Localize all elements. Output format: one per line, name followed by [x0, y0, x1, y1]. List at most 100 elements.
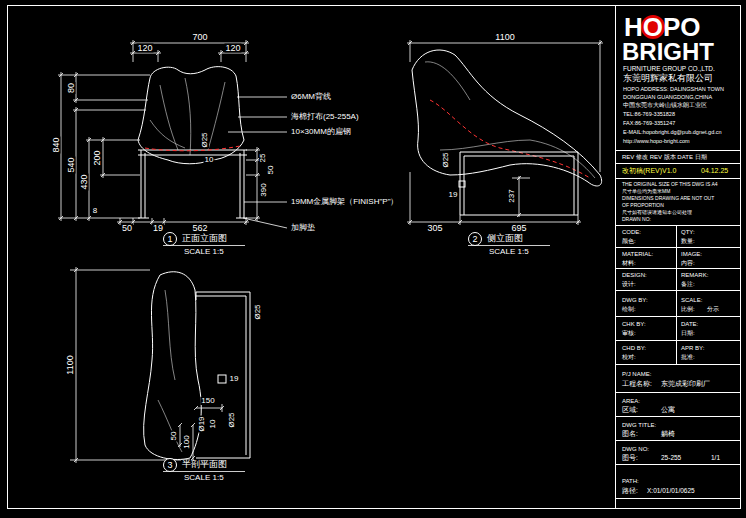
front-elevation-line — [150, 78, 225, 155]
front-elevation-line — [138, 67, 244, 164]
side-elevation-line — [412, 50, 602, 186]
logo-text: BRIGHT — [622, 40, 714, 64]
dimension-text: 50 — [121, 224, 133, 233]
plan-dimensions-line — [194, 404, 224, 412]
view-title: 侧立面图 — [486, 234, 524, 243]
view-title: SCALE 1:5 — [183, 248, 225, 256]
dimension-text: 80 — [67, 82, 76, 94]
dimension-text: 10 — [204, 156, 215, 164]
side-dimensions — [407, 40, 603, 225]
dimension-text: 150 — [200, 397, 215, 405]
dimension-text: 1100 — [494, 33, 515, 42]
dimension-text: 237 — [508, 188, 516, 203]
title-block-text: CODE: — [621, 229, 642, 235]
title-block-text: MATERIAL: — [621, 251, 654, 257]
title-block-text: 东莞成彩印刷厂 — [660, 381, 711, 388]
sheet-frame-line — [8, 6, 741, 509]
title-block-text: 颜色: — [621, 238, 637, 244]
side-dimensions-line — [407, 172, 581, 225]
dimension-text: 1100 — [66, 354, 75, 375]
dimension-text: Ø19 — [198, 415, 206, 432]
title-block-text: http://www.hopo-bright.com — [622, 139, 691, 145]
view-marker-circle: 2 — [468, 232, 482, 246]
side-dimensions-line — [407, 40, 603, 172]
dimension-text: 200 — [93, 149, 102, 166]
title-block-text: 材料: — [621, 260, 637, 266]
plan-section — [144, 272, 250, 460]
title-block-text: DONGGUAN GUANGDONG,CHINA — [622, 95, 713, 101]
title-block-text: IMAGE: — [680, 251, 703, 257]
view-title: 半剖平面图 — [181, 460, 228, 469]
annotation-text: 10×30MM的扁钢 — [290, 128, 352, 136]
title-block-text: SCALE: — [680, 297, 703, 303]
view-number: 1 — [167, 235, 172, 244]
front-dimensions-line — [117, 218, 249, 225]
title-block-text: 区域: — [621, 407, 639, 414]
front-dimensions-line — [58, 75, 150, 218]
plan-section-line — [218, 375, 226, 383]
title-block-text: 数量: — [680, 238, 696, 244]
title-block-text: OF PROPORTION — [621, 203, 665, 208]
title-block-text: 批准: — [680, 354, 696, 360]
side-elevation — [412, 50, 602, 215]
view-marker-circle: 3 — [163, 458, 177, 472]
title-block-text: 尺寸单位均为毫米MM — [621, 189, 671, 194]
title-block-text: 校对: — [621, 354, 637, 360]
dimension-text: 700 — [191, 33, 208, 42]
front-elevation-line — [138, 150, 247, 218]
title-block-text: CHK BY: — [621, 321, 647, 327]
annotation-text: Ø6MM背线 — [290, 93, 332, 101]
plan-section-line — [196, 292, 250, 458]
annotation-text: 19MM金属脚架（FINISH"P"） — [290, 198, 399, 206]
title-block-text: 工程名称: — [621, 381, 653, 388]
title-block-text: DWG TITLE: — [621, 422, 657, 428]
dimension-text: 8 — [92, 207, 98, 215]
title-block-text: 备注: — [680, 281, 696, 287]
view-title: SCALE 1:5 — [488, 248, 530, 256]
title-block-text: TEL:86-769-3351828 — [622, 112, 676, 118]
title-block-text: DRAWN NO: — [621, 217, 652, 222]
dimension-text: 430 — [80, 173, 89, 190]
title-block-text: 东莞明辉家私有限公司 — [622, 74, 714, 83]
title-block-text: AREA: — [621, 398, 641, 404]
title-block-text: THE ORIGINAL SIZE OF THIS DWG IS A4 — [621, 182, 719, 187]
dimension-text: 50 — [267, 165, 275, 176]
dimension-text: Ø25 — [228, 411, 236, 428]
sheet-frame — [8, 6, 742, 509]
title-block-text: 比例: — [680, 306, 696, 312]
title-block-text: 分示 — [706, 306, 720, 312]
title-block-text: FURNITURE GROUP CO.,LTD. — [622, 66, 716, 73]
title-block-text: 躺椅 — [660, 431, 676, 438]
dimension-text: 50 — [170, 431, 178, 442]
dimension-text: 120 — [136, 44, 153, 53]
title-block-text: 日期: — [680, 330, 696, 336]
front-dimensions-line — [163, 246, 550, 472]
front-dimensions-line — [118, 220, 248, 224]
front-dimensions-line — [130, 40, 249, 62]
dimension-text: 25 — [259, 153, 267, 164]
view-number: 3 — [167, 461, 172, 470]
title-block-text: DESIGN: — [621, 272, 648, 278]
title-block-text: 1/1 — [710, 455, 721, 462]
title-block-text: REMARK: — [680, 272, 709, 278]
sheet-frame-line — [616, 6, 741, 509]
title-block-text: E-MAIL:hopobright.dg@pub.dgnet.gd.cn — [622, 130, 723, 136]
dimension-text: 695 — [510, 224, 527, 233]
plan-dimensions-line — [70, 267, 190, 463]
title-block-text: 路径: — [621, 488, 639, 495]
title-block-text: PATH: — [621, 478, 640, 484]
title-block-text: CHD BY: — [621, 345, 647, 351]
dimension-text: 562 — [191, 224, 208, 233]
title-block-text: P/J NAME: — [621, 371, 652, 377]
annotation-text: 海棉打布(25-255A) — [290, 113, 360, 121]
title-block-text: 设计: — [621, 281, 637, 287]
front-dimensions-line — [246, 147, 260, 221]
dimension-text: Ø25 — [201, 131, 209, 148]
dimension-text: 840 — [52, 136, 61, 153]
title-block-text: DWG BY: — [621, 297, 649, 303]
dimension-text: 19 — [229, 375, 240, 383]
dimension-text: Ø25 — [442, 151, 450, 168]
dimension-text: 10 — [209, 419, 217, 430]
plan-section-line — [158, 290, 182, 452]
logo-text: HOPO — [624, 14, 701, 40]
